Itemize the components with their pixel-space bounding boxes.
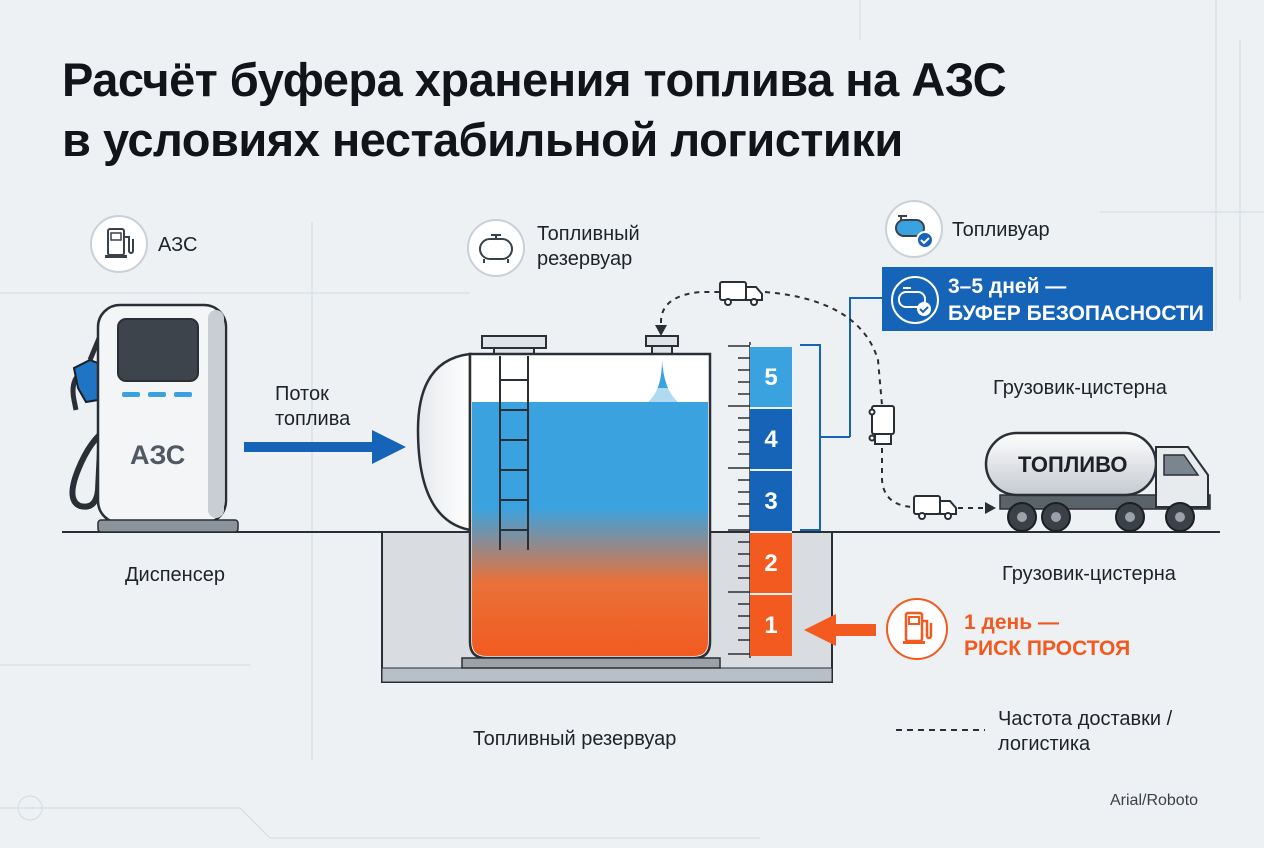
azs-icon-label: АЗС xyxy=(158,234,198,256)
fuel-dispenser xyxy=(69,303,239,533)
legend-line-1: Частота доставки / xyxy=(998,708,1173,730)
risk-note-line-1: 1 день — xyxy=(964,611,1059,634)
tank-icon xyxy=(467,219,525,277)
page-title: Расчёт буфера хранения топлива на АЗС в … xyxy=(62,50,1007,170)
pump-face-label: АЗС xyxy=(130,440,186,470)
tanker-check-icon xyxy=(891,276,939,324)
tank-icon-label-line-1: Топливный xyxy=(537,223,640,245)
fuel-tank xyxy=(416,335,721,669)
tank-caption: Топливный резервуар xyxy=(473,728,677,750)
flow-label-line-1: Поток xyxy=(275,383,329,405)
title-line-1: Расчёт буфера хранения топлива на АЗС xyxy=(62,53,1007,106)
safety-buffer-badge: 3–5 дней — БУФЕР БЕЗОПАСНОСТИ xyxy=(882,267,1213,331)
safety-badge-line-2: БУФЕР БЕЗОПАСНОСТИ xyxy=(948,302,1204,325)
scale-day-5: 5 xyxy=(750,345,792,408)
fuel-pump-icon xyxy=(886,598,948,660)
flow-label-line-2: топлива xyxy=(275,408,351,430)
scale-day-4: 4 xyxy=(750,407,792,470)
scale-day-2: 2 xyxy=(750,531,792,594)
azs-icon xyxy=(90,215,148,273)
scale-day-1: 1 xyxy=(750,593,792,656)
dispenser-label: Диспенсер xyxy=(125,564,225,586)
tanker-check-icon xyxy=(885,200,943,258)
safety-badge-line-1: 3–5 дней — xyxy=(948,275,1067,298)
risk-note-line-2: РИСК ПРОСТОЯ xyxy=(964,637,1131,660)
truck-icon-label: Топливуар xyxy=(952,219,1050,241)
legend-line-2: логистика xyxy=(998,733,1091,755)
risk-arrow xyxy=(804,614,876,646)
risk-note: 1 день — РИСК ПРОСТОЯ xyxy=(964,610,1130,662)
flow-label: Поток топлива xyxy=(275,382,350,432)
truck-tank-label: ТОПЛИВО xyxy=(1018,452,1128,477)
small-truck-icon-1 xyxy=(719,281,763,306)
tank-icon-label: Топливный резервуар xyxy=(537,222,640,272)
tank-icon-label-line-2: резервуар xyxy=(537,248,633,270)
truck-label-bottom: Грузовик-цистерна xyxy=(1002,563,1176,585)
flow-arrow xyxy=(244,430,406,464)
small-truck-icon-2 xyxy=(868,405,895,445)
tanker-truck xyxy=(984,431,1211,532)
legend-label: Частота доставки / логистика xyxy=(998,707,1172,757)
title-line-2: в условиях нестабильной логистики xyxy=(62,113,903,166)
font-note: Arial/Roboto xyxy=(1110,792,1199,809)
small-truck-icon-3 xyxy=(913,495,957,520)
truck-label-top: Грузовик-цистерна xyxy=(993,377,1167,399)
scale-day-3: 3 xyxy=(750,469,792,532)
